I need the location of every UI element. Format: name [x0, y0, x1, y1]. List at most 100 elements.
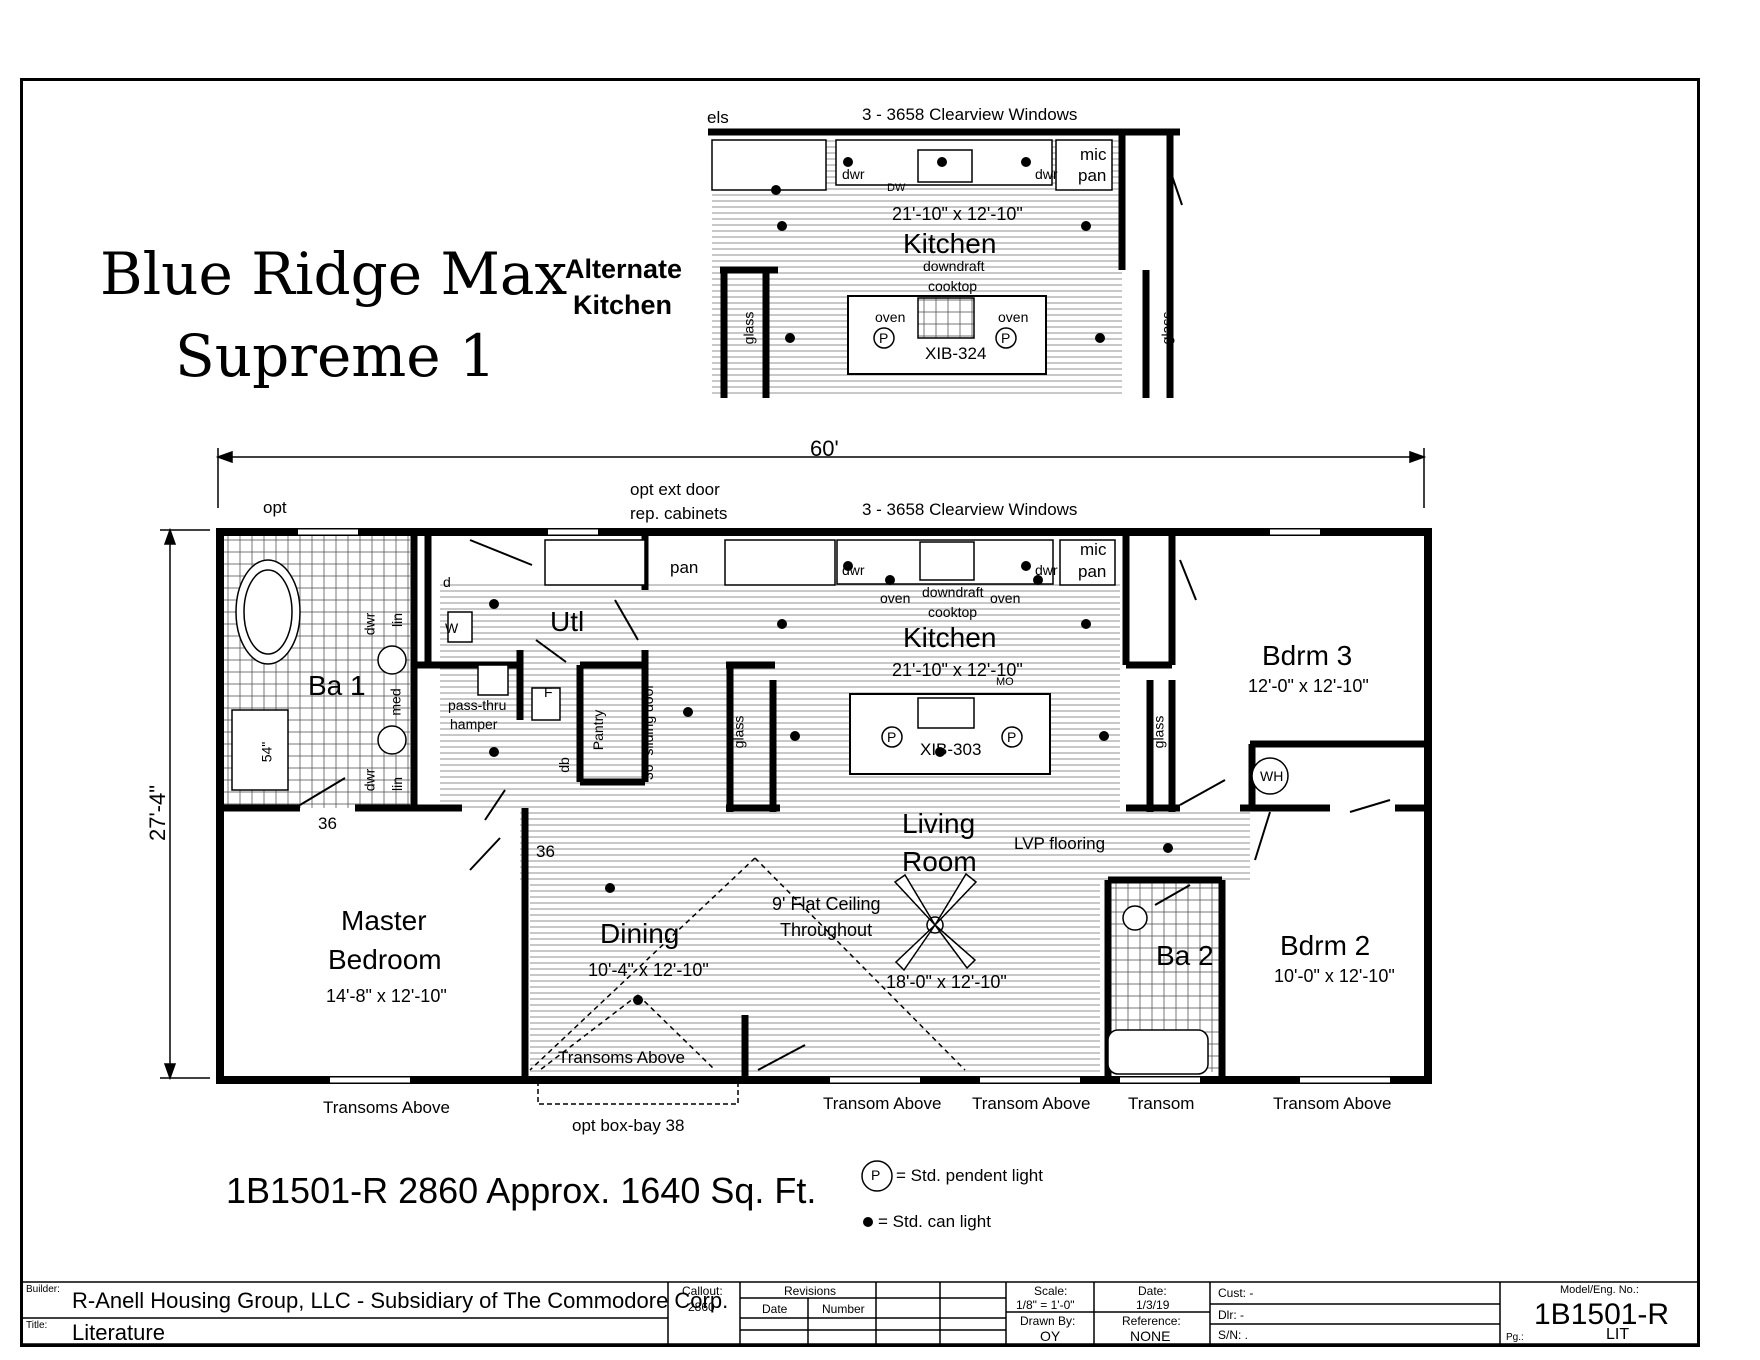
model-line: 1B1501-R 2860 Approx. 1640 Sq. Ft.: [226, 1170, 817, 1211]
bedroom3-dim: 12'-0" x 12'-10": [1248, 676, 1369, 696]
alt-pan: pan: [1078, 166, 1107, 185]
door-36-master: 36: [318, 814, 337, 833]
legend-pendant: = Std. pendent light: [896, 1166, 1043, 1185]
hamper: hamper: [450, 716, 498, 732]
opt-label: opt: [263, 498, 287, 517]
dining-label: Dining: [600, 918, 680, 949]
rep-cabinets: rep. cabinets: [630, 504, 728, 523]
transom-above-2: Transom Above: [972, 1094, 1091, 1113]
alternate-label-2: Kitchen: [573, 290, 673, 320]
rev-number-col: Number: [822, 1302, 865, 1316]
kitchen-name: Kitchen: [903, 622, 997, 653]
alt-kitchen-name: Kitchen: [903, 228, 997, 259]
drawing-sheet: [20, 78, 1700, 1347]
alt-cut-label: els: [707, 108, 729, 127]
alt-kitchen-dim: 21'-10" x 12'-10": [892, 204, 1023, 224]
pass-thru: pass-thru: [448, 697, 507, 713]
cust-value: Cust: -: [1218, 1286, 1254, 1300]
pantry-label: Pantry: [590, 709, 607, 751]
legend-pendant-icon: [861, 1160, 893, 1192]
depth-dimension: 27'-4": [145, 784, 171, 842]
kitchen-dim: 21'-10" x 12'-10": [892, 660, 1023, 680]
revisions-label: Revisions: [784, 1284, 837, 1298]
reference-label: Reference:: [1122, 1314, 1181, 1328]
date-label: Date:: [1138, 1284, 1167, 1298]
alt-dwr-right: dwr: [1035, 166, 1058, 182]
alt-cooktop: cooktop: [928, 278, 978, 294]
builder-label: Builder:: [26, 1284, 60, 1295]
mo-label: MO: [996, 676, 1014, 688]
alt-glass-right: glass: [1158, 311, 1175, 345]
width-dimension: 60': [810, 436, 839, 461]
title-value: Literature: [72, 1320, 165, 1345]
alternate-kitchen-drawing: [708, 128, 1183, 398]
dlr-value: Dlr: -: [1218, 1308, 1244, 1322]
downdraft-label: downdraft: [922, 584, 984, 600]
dwr-vertical-1: dwr: [361, 612, 378, 636]
legend-p-symbol: P: [871, 1167, 881, 1183]
dwr-vertical-2: dwr: [361, 768, 378, 792]
callout-label: Callout:: [682, 1284, 723, 1298]
db-label: db: [555, 757, 572, 773]
alt-pendant-1: P: [879, 330, 889, 346]
sn-value: S/N: .: [1218, 1328, 1249, 1342]
master-dim: 14'-8" x 12'-10": [326, 986, 447, 1006]
alt-oven-2: oven: [998, 309, 1029, 325]
pan-label: pan: [670, 558, 699, 577]
master-label-2: Bedroom: [328, 944, 442, 975]
flat-ceiling-1: 9' Flat Ceiling: [772, 894, 881, 914]
title-label: Title:: [26, 1320, 48, 1331]
living-label-1: Living: [902, 808, 976, 839]
cooktop-label: cooktop: [928, 604, 978, 620]
pan-label-2: pan: [1078, 562, 1107, 581]
door-swings: [299, 539, 1391, 1071]
ceiling-lines: [529, 857, 966, 1071]
interior-walls: [220, 536, 1428, 1080]
pendant-2: P: [1007, 729, 1017, 745]
transoms-above-inner: Transoms Above: [558, 1048, 685, 1067]
plan-title-line2: Supreme 1: [175, 322, 496, 390]
dwr-label-2: dwr: [1035, 562, 1058, 578]
bedroom2-label: Bdrm 2: [1280, 930, 1371, 961]
washer-label: W: [445, 620, 459, 636]
alt-glass-left: glass: [740, 311, 757, 345]
model-value: 1B1501-R: [1534, 1298, 1670, 1331]
oven-left: oven: [880, 590, 911, 606]
bedroom2-dim: 10'-0" x 12'-10": [1274, 966, 1395, 986]
builder-value: R-Anell Housing Group, LLC - Subsidiary …: [72, 1288, 729, 1313]
alt-windows-label: 3 - 3658 Clearview Windows: [862, 105, 1078, 124]
island-label: XIB-303: [920, 740, 982, 759]
reference-value: NONE: [1130, 1328, 1171, 1344]
master-label-1: Master: [341, 905, 427, 936]
rev-date-col: Date: [762, 1302, 788, 1316]
door-36-living: 36: [536, 842, 555, 861]
scale-value: 1/8" = 1'-0": [1016, 1298, 1075, 1312]
fixtures: [231, 559, 1289, 1075]
alt-dwr-left: dwr: [842, 166, 865, 182]
alt-pendant-2: P: [1001, 330, 1011, 346]
freezer-label: F: [544, 684, 553, 700]
lvp-flooring: LVP flooring: [1014, 834, 1106, 853]
alt-dw: DW: [887, 182, 906, 194]
ceiling-fan-icon: [893, 872, 978, 972]
sliding-door: 36" sliding door: [640, 683, 657, 781]
dining-dim: 10'-4" x 12'-10": [588, 960, 709, 980]
linen-1: lin: [389, 612, 406, 628]
plan-title-line1: Blue Ridge Max: [100, 240, 568, 308]
drawn-label: Drawn By:: [1020, 1314, 1076, 1328]
glass-left: glass: [730, 715, 747, 749]
model-label: Model/Eng. No.:: [1560, 1284, 1639, 1296]
med-cabinet: med: [387, 688, 404, 716]
callout-value: 2860: [688, 1300, 715, 1314]
alt-mic: mic: [1080, 145, 1107, 164]
opt-ext-door: opt ext door: [630, 480, 720, 499]
bath2-label: Ba 2: [1156, 940, 1214, 971]
transom-above-1: Transom Above: [823, 1094, 942, 1113]
oven-right: oven: [990, 590, 1021, 606]
dimension-lines: [160, 448, 1427, 1081]
scale-label: Scale:: [1034, 1284, 1068, 1298]
bath1-label: Ba 1: [308, 670, 366, 701]
water-heater-label: WH: [1260, 768, 1284, 784]
dwr-label-1: dwr: [842, 562, 865, 578]
